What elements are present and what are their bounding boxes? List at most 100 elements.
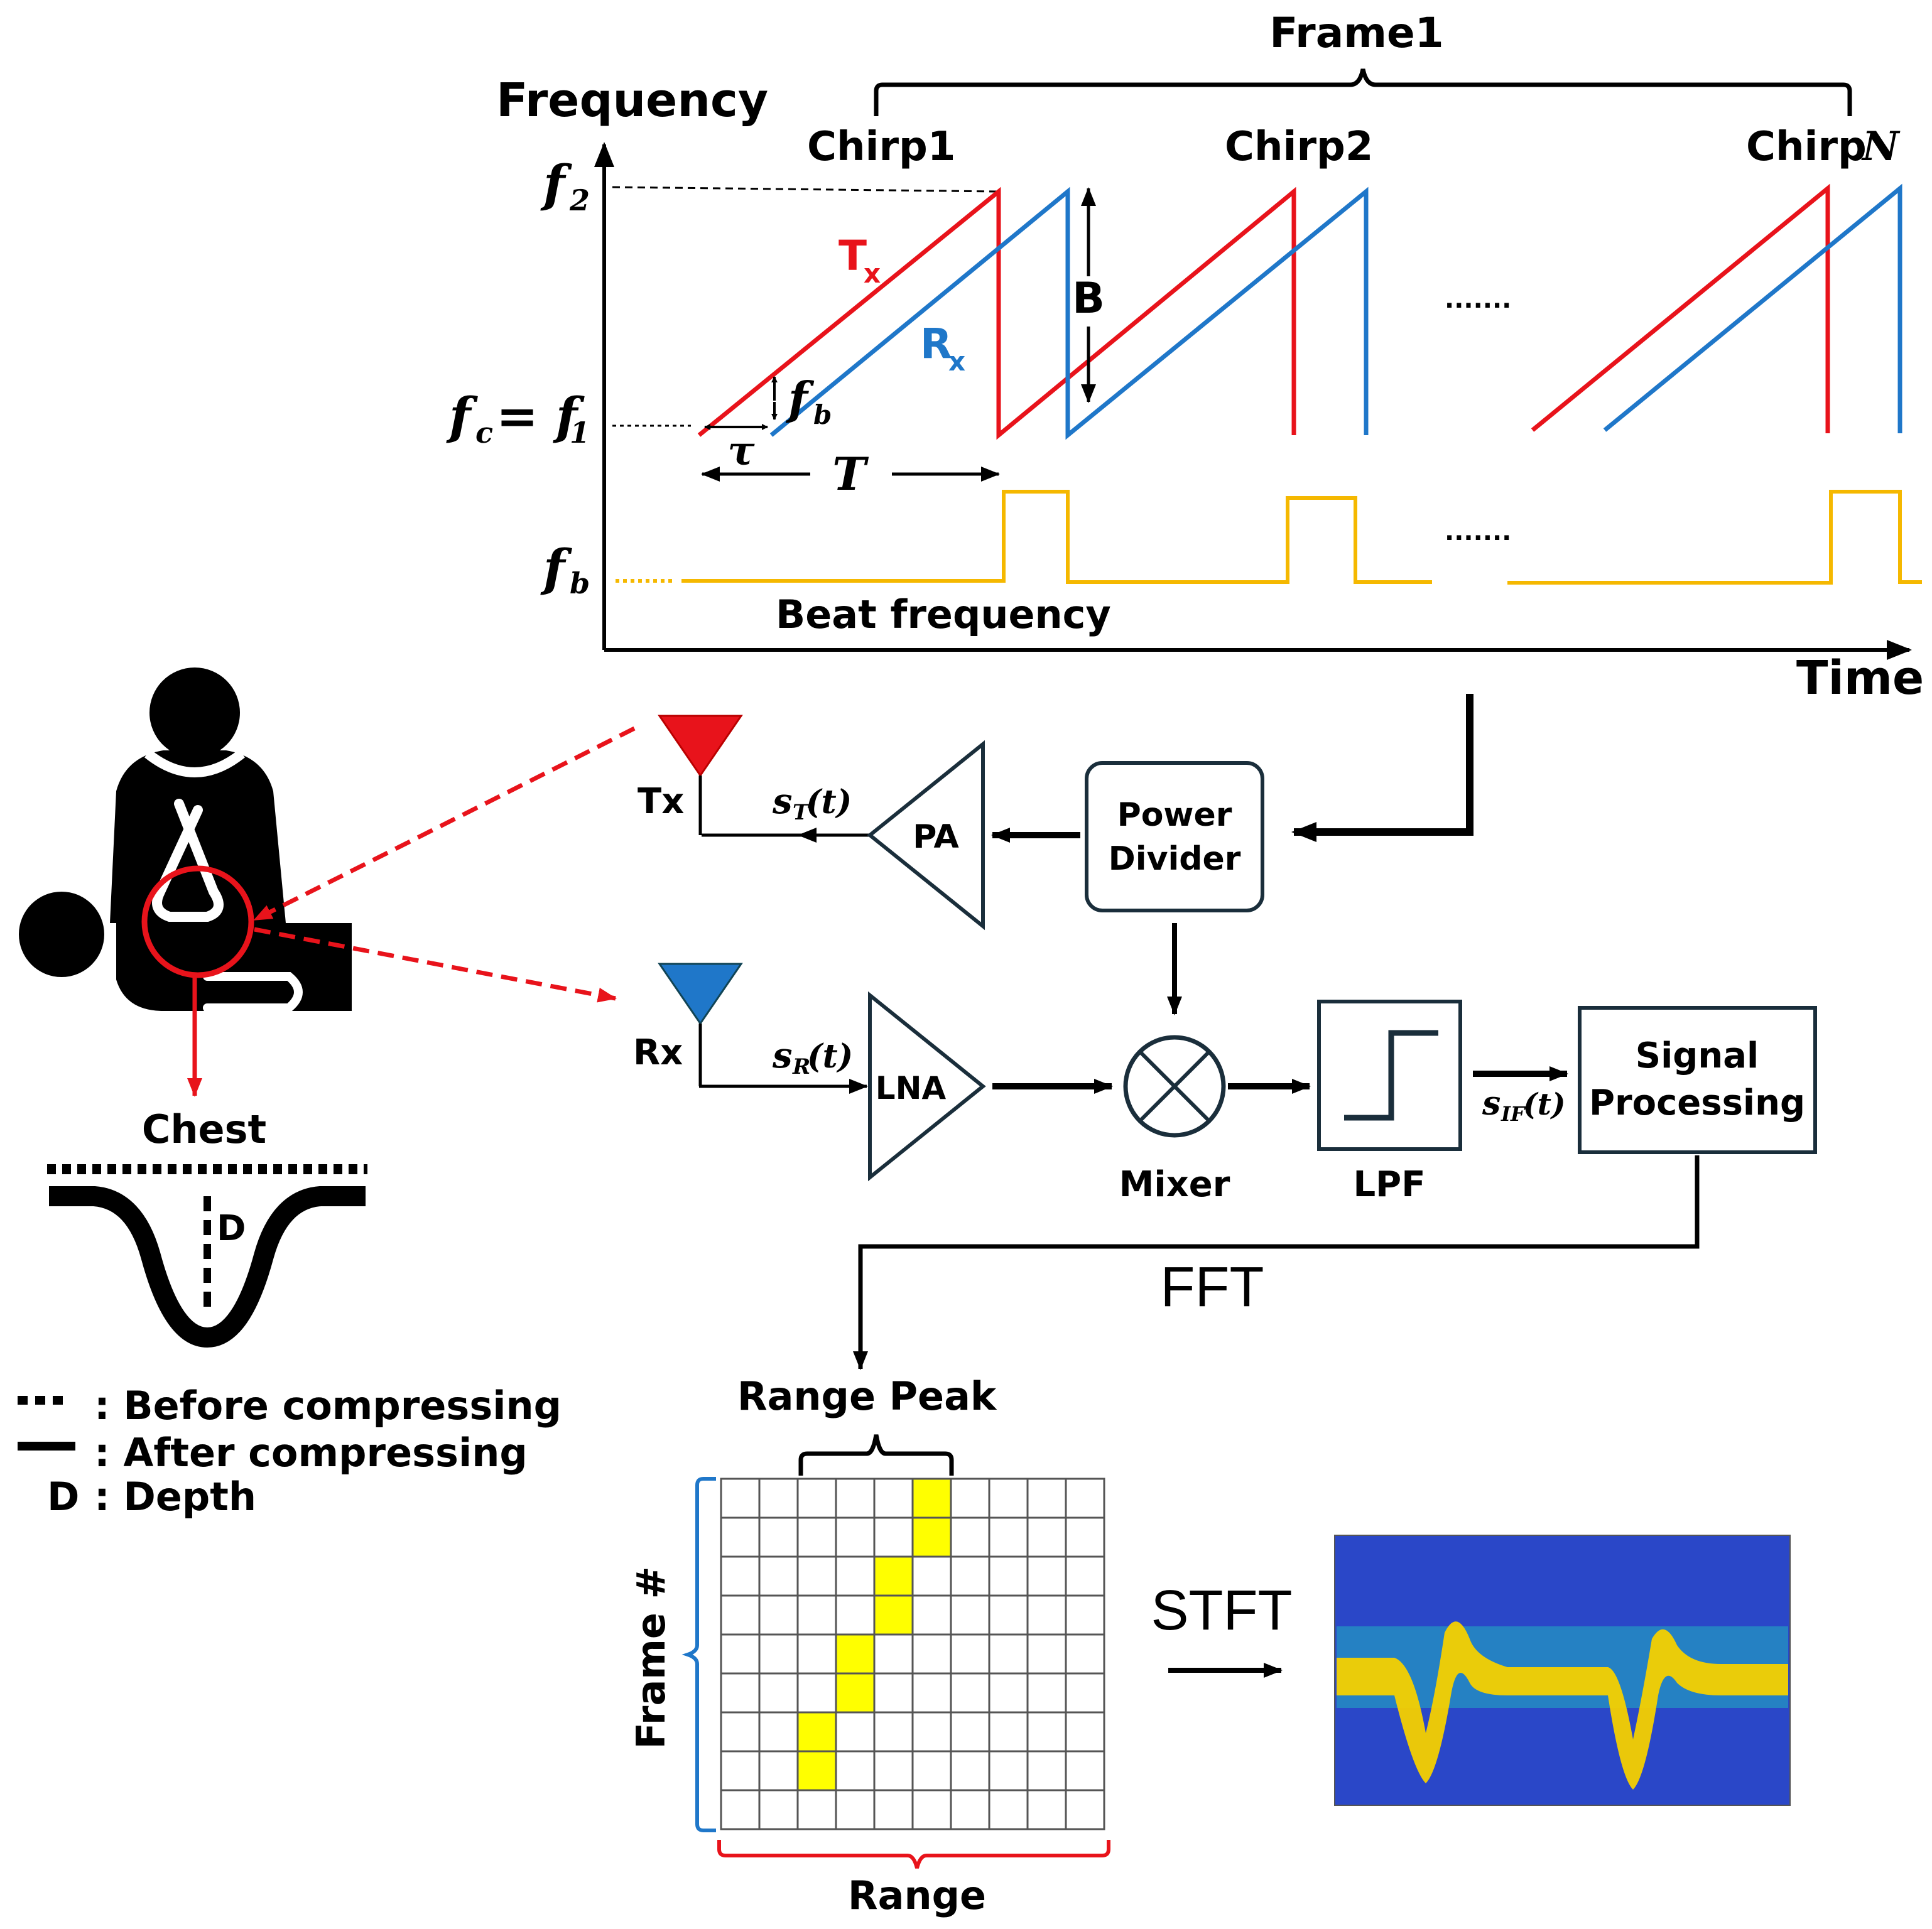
tx-chirps bbox=[697, 183, 1830, 440]
grid-cell bbox=[1065, 1750, 1105, 1791]
chirp-diagram: Frame1 Frequency Time Chirp1 Chirp2 Chir… bbox=[446, 9, 1924, 705]
tau-label: τ bbox=[727, 428, 755, 475]
grid-cell bbox=[1026, 1711, 1067, 1753]
rescuer-head bbox=[149, 667, 240, 758]
grid-cell bbox=[1065, 1711, 1105, 1753]
chest-label: Chest bbox=[142, 1106, 266, 1152]
grid-cell bbox=[950, 1750, 990, 1791]
signal-processing-line2: Processing bbox=[1589, 1083, 1805, 1123]
grid-cell bbox=[1026, 1633, 1067, 1675]
legend-depth-symbol: D bbox=[47, 1474, 79, 1520]
spectrogram bbox=[1334, 1535, 1791, 1806]
lna-label: LNA bbox=[876, 1070, 947, 1106]
rx-antenna-icon bbox=[658, 963, 743, 1025]
beat-trace-1 bbox=[681, 490, 1432, 584]
st-arg: (t) bbox=[806, 783, 852, 821]
grid-cell bbox=[911, 1633, 952, 1675]
beat-frequency-trace bbox=[616, 490, 1922, 585]
grid-cell bbox=[873, 1478, 914, 1519]
fc-label: f bbox=[446, 386, 478, 445]
f1-sub: 1 bbox=[570, 416, 590, 450]
grid-cell bbox=[988, 1478, 1029, 1519]
sr-sub: R bbox=[792, 1054, 810, 1079]
grid-cell bbox=[873, 1750, 914, 1791]
grid-cell bbox=[758, 1478, 799, 1519]
tx-sub: x bbox=[864, 258, 881, 289]
mixer-cross-2 bbox=[1138, 1050, 1211, 1123]
beat-trace-n bbox=[1507, 490, 1922, 585]
grid-cell bbox=[1026, 1555, 1067, 1597]
range-peak-cell bbox=[911, 1478, 952, 1519]
grid-cell bbox=[988, 1750, 1029, 1791]
grid-cell bbox=[911, 1594, 952, 1636]
sif-arg: (t) bbox=[1523, 1087, 1566, 1122]
grid-cell bbox=[1065, 1478, 1105, 1519]
grid-cell bbox=[835, 1711, 876, 1753]
grid-cell bbox=[988, 1633, 1029, 1675]
fc-equals: = f bbox=[496, 386, 585, 445]
grid-cell bbox=[758, 1789, 799, 1830]
range-peak-cell bbox=[835, 1672, 876, 1714]
signal-processing-line1: Signal bbox=[1636, 1035, 1759, 1076]
sif-sub: IF bbox=[1501, 1102, 1526, 1126]
grid-cell bbox=[873, 1711, 914, 1753]
rx-chirp-1 bbox=[769, 186, 1369, 440]
grid-cell bbox=[720, 1555, 761, 1597]
x-axis-label: Time bbox=[1796, 651, 1924, 705]
cpr-figure: Chest D : Before compressing : After com… bbox=[18, 667, 636, 1520]
grid-cell bbox=[950, 1594, 990, 1636]
grid-cell bbox=[988, 1516, 1029, 1558]
grid-cell bbox=[796, 1555, 837, 1597]
range-axis-brace bbox=[717, 1840, 1110, 1869]
rescuer-knee bbox=[203, 972, 303, 1012]
fft-label: FFT bbox=[1161, 1256, 1264, 1319]
range-peak-cell bbox=[796, 1750, 837, 1791]
grid-cell bbox=[950, 1555, 990, 1597]
rx-sub: x bbox=[948, 346, 965, 377]
bandwidth-label: B bbox=[1072, 274, 1105, 323]
lpf-label: LPF bbox=[1354, 1164, 1426, 1205]
grid-cell bbox=[873, 1672, 914, 1714]
legend-depth-text: : Depth bbox=[94, 1474, 256, 1520]
grid-cell bbox=[758, 1594, 799, 1636]
grid-cell bbox=[911, 1672, 952, 1714]
tx-beam-arrow bbox=[253, 726, 636, 922]
grid-cell bbox=[835, 1555, 876, 1597]
grid-cell bbox=[758, 1750, 799, 1791]
grid-cell bbox=[720, 1672, 761, 1714]
grid-cell bbox=[758, 1711, 799, 1753]
fb-sub: b bbox=[570, 566, 590, 600]
fb-mark-sub: b bbox=[813, 399, 832, 430]
tx-chirp-n bbox=[1531, 183, 1830, 433]
grid-cell bbox=[1026, 1750, 1067, 1791]
grid-cell bbox=[720, 1633, 761, 1675]
tx-feed-arrowhead bbox=[798, 828, 817, 843]
grid-cell bbox=[988, 1711, 1029, 1753]
grid-cell bbox=[950, 1516, 990, 1558]
lna-amplifier bbox=[868, 991, 986, 1182]
grid-cell bbox=[873, 1789, 914, 1830]
st-sub: T bbox=[793, 800, 810, 825]
grid-cell bbox=[1065, 1594, 1105, 1636]
grid-cell bbox=[720, 1750, 761, 1791]
patient-head bbox=[19, 892, 104, 977]
grid-cell bbox=[1026, 1789, 1067, 1830]
rx-chirp-n bbox=[1603, 183, 1902, 433]
grid-cell bbox=[950, 1672, 990, 1714]
grid-cell bbox=[758, 1633, 799, 1675]
grid-cell bbox=[720, 1711, 761, 1753]
grid-cell bbox=[1065, 1633, 1105, 1675]
rx-chirps bbox=[769, 183, 1902, 440]
power-divider-box bbox=[1085, 761, 1264, 912]
chirpN-label: Chirp bbox=[1746, 124, 1867, 170]
grid-cell bbox=[988, 1789, 1029, 1830]
grid-cell bbox=[873, 1516, 914, 1558]
range-peak-cell bbox=[835, 1633, 876, 1675]
sif-label: s bbox=[1482, 1084, 1501, 1123]
pa-amplifier bbox=[867, 740, 985, 931]
grid-cell bbox=[911, 1789, 952, 1830]
range-peak-cell bbox=[873, 1555, 914, 1597]
grid-cell bbox=[758, 1555, 799, 1597]
rescuer-neckline bbox=[144, 749, 245, 777]
grid-cell bbox=[1065, 1789, 1105, 1830]
